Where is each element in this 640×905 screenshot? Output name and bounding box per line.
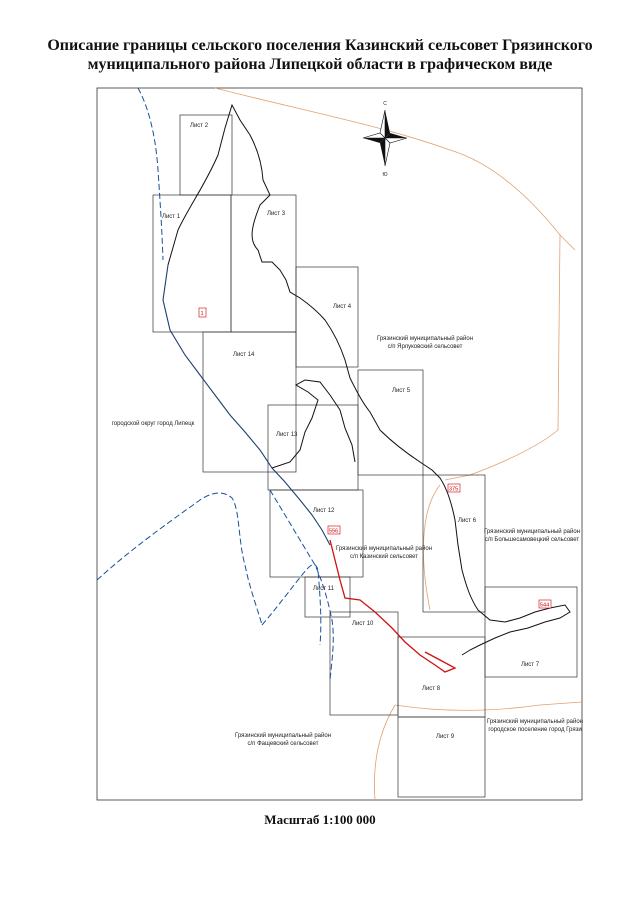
title-line-1: Описание границы сельского поселения Каз… xyxy=(47,37,593,54)
region-labels: Грязинский муниципальный район с/п Ярлук… xyxy=(112,335,583,747)
label-kazinsky-district: Грязинский муниципальный район xyxy=(336,545,432,552)
district-line-north xyxy=(214,87,576,251)
dashed-line-1 xyxy=(96,492,263,626)
dashed-line-4 xyxy=(137,87,164,261)
label-yarlukovsky-settlement: с/п Ярлуковский сельсовет xyxy=(388,343,463,350)
sheet-labels: Лист 2 Лист 1 Лист 3 Лист 4 Лист 14 Лист… xyxy=(162,123,540,740)
point-556: 556 xyxy=(327,525,341,535)
label-fashchevsky-district: Грязинский муниципальный район xyxy=(235,732,331,739)
sheet-label-2: Лист 2 xyxy=(190,123,209,129)
sheet-frame-10 xyxy=(329,611,399,716)
point-1: 1 xyxy=(198,307,207,318)
sheet-frame-14 xyxy=(202,331,297,473)
label-bolshesamovetsky-district: Грязинский муниципальный район xyxy=(484,528,580,535)
label-fashchevsky-settlement: с/п Фащевский сельсовет xyxy=(248,740,319,747)
sheet-grid xyxy=(152,114,578,798)
point-375: 375 xyxy=(447,483,461,493)
sheet-label-3: Лист 3 xyxy=(267,211,286,217)
point-544-box xyxy=(538,599,552,609)
sheet-frame-12 xyxy=(269,489,364,578)
point-1-label: 1 xyxy=(201,311,204,317)
district-line-south xyxy=(394,701,583,711)
point-375-box xyxy=(447,483,461,493)
district-boundaries xyxy=(214,87,583,801)
sheet-label-4: Лист 4 xyxy=(333,304,352,310)
sheet-frame-9 xyxy=(397,716,486,798)
label-kazinsky-settlement: с/п Казинский сельсовет xyxy=(350,553,418,560)
point-556-label: 556 xyxy=(329,529,338,535)
district-line-mid xyxy=(423,484,441,611)
sheet-label-13: Лист 13 xyxy=(276,432,298,438)
sheet-frame-4 xyxy=(295,266,359,368)
label-gryazi-district: Грязинский муниципальный район xyxy=(487,718,583,725)
sheet-label-12: Лист 12 xyxy=(313,508,335,514)
compass-east-arm-light xyxy=(384,137,408,144)
highlight-segment xyxy=(329,539,457,673)
map-frame xyxy=(96,87,583,801)
map-title: Описание границы сельского поселения Каз… xyxy=(40,36,600,74)
compass-east-arm xyxy=(385,133,407,138)
sheet-frame-3 xyxy=(230,194,297,333)
dashed-line-3 xyxy=(269,489,334,681)
compass-north-label: С xyxy=(383,101,387,107)
point-markers: 1 375 556 544 xyxy=(198,307,552,609)
sheet-frame-5 xyxy=(357,369,424,476)
kazinsky-boundary xyxy=(167,103,571,656)
west-boundary xyxy=(162,264,331,546)
title-line-2: муниципального района Липецкой области в… xyxy=(87,56,553,73)
sheet-frame-6 xyxy=(422,474,486,613)
sheet-label-8: Лист 8 xyxy=(422,686,441,692)
district-line-sw xyxy=(374,704,396,801)
point-375-label: 375 xyxy=(449,487,458,493)
sheet-frame-7 xyxy=(484,586,578,678)
compass-north-arm xyxy=(385,110,390,138)
dashed-line-2 xyxy=(261,564,322,646)
compass-west-arm xyxy=(363,138,385,143)
compass-south-arm xyxy=(380,138,385,166)
point-1-box xyxy=(198,307,207,318)
label-yarlukovsky-district: Грязинский муниципальный район xyxy=(377,335,473,342)
sheet-label-6: Лист 6 xyxy=(458,518,477,524)
point-544: 544 xyxy=(538,599,552,609)
district-line-east xyxy=(444,234,561,481)
sheet-frame-13 xyxy=(267,404,359,491)
sheet-label-5: Лист 5 xyxy=(392,388,411,394)
label-bolshesamovetsky-settlement: с/п Большесамовецкий сельсовет xyxy=(485,536,580,543)
compass-west-arm-light xyxy=(362,132,386,139)
sheet-label-1: Лист 1 xyxy=(162,214,181,220)
label-lipetsk: городской округ город Липецк xyxy=(112,420,195,427)
sheet-label-10: Лист 10 xyxy=(352,621,374,627)
point-544-label: 544 xyxy=(540,603,549,609)
compass-south-label: Ю xyxy=(382,172,387,178)
map-scale: Масштаб 1:100 000 xyxy=(264,812,376,827)
point-556-box xyxy=(327,525,341,535)
inner-boundary xyxy=(271,379,356,469)
sheet-frame-11 xyxy=(304,576,351,618)
sheet-label-14: Лист 14 xyxy=(233,352,255,358)
compass-rose: С Ю xyxy=(362,101,408,178)
dashed-boundaries xyxy=(96,87,334,681)
sheet-label-11: Лист 11 xyxy=(313,586,335,592)
sheet-label-7: Лист 7 xyxy=(521,662,540,668)
label-gryazi-settlement: городское поселение город Грязи xyxy=(488,727,581,733)
sheet-label-9: Лист 9 xyxy=(436,734,455,740)
